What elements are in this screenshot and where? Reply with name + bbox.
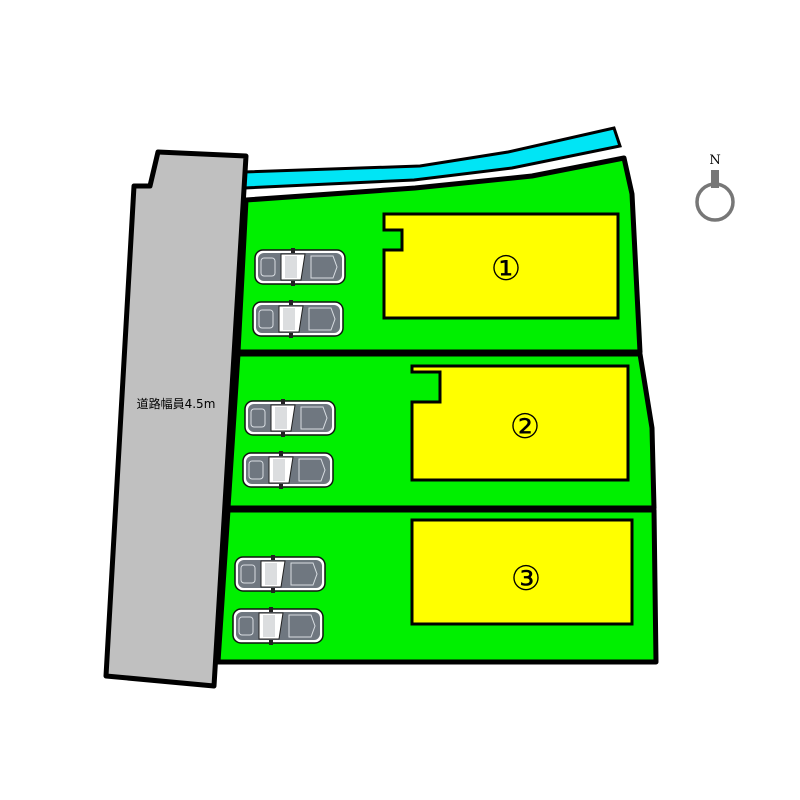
lot-1-number: ① — [491, 249, 521, 289]
lot-2-car-1 — [244, 399, 336, 437]
road — [103, 149, 249, 689]
lot-2-car-2 — [242, 451, 334, 489]
lot-3-car-2 — [232, 607, 324, 645]
road-width-label: 道路幅員4.5m — [137, 396, 216, 411]
lot-3-car-1 — [234, 555, 326, 593]
waterway — [242, 126, 622, 190]
lot-1-car-2 — [252, 300, 344, 338]
north-letter: N — [709, 153, 720, 168]
north-compass: N — [695, 153, 735, 222]
lot-3-building — [410, 518, 634, 626]
lot-2-number: ② — [510, 407, 540, 447]
lot-3-number: ③ — [511, 559, 541, 599]
parking-spaces — [232, 248, 346, 645]
lot-1-building — [382, 212, 620, 320]
lot-1-car-1 — [254, 248, 346, 286]
north-arrow-icon — [695, 170, 735, 222]
lot-2-building — [410, 364, 630, 482]
building-footprints — [382, 212, 634, 626]
